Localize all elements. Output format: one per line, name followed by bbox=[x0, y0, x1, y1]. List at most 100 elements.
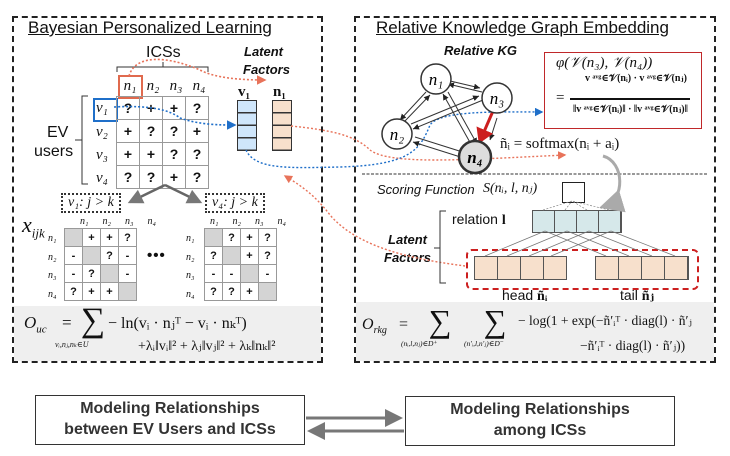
cell: + bbox=[100, 282, 119, 301]
xijk-sub: ijk bbox=[31, 225, 45, 241]
bpl-title: Bayesian Personalized Learning bbox=[28, 18, 272, 37]
ouc-sub: uc bbox=[36, 323, 47, 336]
ouc-line2: +λᵢ‖vᵢ‖² + λⱼ‖vⱼ‖² + λₖ‖nₖ‖² bbox=[138, 339, 276, 354]
vec-n1-label: n₁ bbox=[273, 84, 286, 100]
pm2-row-n1: n₁ bbox=[186, 233, 195, 244]
scoring-fn: S(nᵢ, l, nⱼ) bbox=[483, 181, 538, 196]
cell: ? bbox=[139, 119, 163, 143]
xijk-label: xijk bbox=[22, 212, 45, 241]
ev-users-label-2: users bbox=[34, 143, 74, 160]
user-latent-vector bbox=[237, 100, 257, 151]
head-text: head bbox=[502, 287, 534, 303]
row-header-v2: v₂ bbox=[96, 124, 108, 140]
latent-label-left-1: Latent bbox=[244, 44, 283, 59]
cell: ? bbox=[118, 228, 137, 247]
ouc-sum-symbol: ∑ bbox=[80, 302, 106, 339]
score-output-node bbox=[562, 182, 585, 203]
pm1-row-headers: n₁ n₂ n₃ n₄ bbox=[48, 230, 56, 304]
pm2-col-n4: n₄ bbox=[277, 216, 286, 227]
orkg-base: O bbox=[362, 316, 374, 333]
phi-eq: = bbox=[556, 90, 565, 106]
ouc-sum-sub: vᵢ,nⱼ,nₖ∈U bbox=[55, 340, 89, 349]
relation-label: relation l bbox=[452, 211, 506, 229]
tail-vector bbox=[595, 256, 689, 280]
pm-row: --- bbox=[204, 264, 277, 283]
diagonal-cell bbox=[204, 228, 223, 247]
pair-label-v1: v₁: j > k bbox=[61, 193, 121, 213]
v1-highlight-box bbox=[93, 98, 118, 122]
orkg-sum1: ∑ bbox=[428, 303, 452, 339]
cell: ? bbox=[162, 142, 186, 166]
cell: + bbox=[82, 282, 101, 301]
cell: - bbox=[204, 264, 223, 283]
diagonal-cell bbox=[222, 246, 241, 265]
orkg-line2: −ñ′ᵢᵀ · diag(l) · ñ′ⱼ)) bbox=[580, 338, 686, 353]
orkg-sum2: ∑ bbox=[483, 303, 507, 339]
cell: - bbox=[64, 246, 83, 265]
pm1-col-n1: n₁ bbox=[80, 216, 89, 227]
tail-text: tail bbox=[620, 287, 638, 303]
latent-label-right-2: Factors bbox=[384, 250, 431, 265]
box-users-icss[interactable]: Modeling Relationships between EV Users a… bbox=[35, 395, 305, 445]
diagonal-cell bbox=[258, 282, 277, 301]
cell: ? bbox=[258, 246, 277, 265]
cell: ? bbox=[100, 246, 119, 265]
cell: + bbox=[116, 142, 140, 166]
pm-row: ++? bbox=[64, 228, 137, 247]
box-left-line2: between EV Users and ICSs bbox=[64, 421, 276, 438]
rkge-title: Relative Knowledge Graph Embedding bbox=[376, 18, 669, 37]
cell: ? bbox=[116, 96, 140, 120]
cell: ? bbox=[82, 264, 101, 283]
box-right-line2: among ICSs bbox=[493, 422, 587, 439]
cell: ? bbox=[116, 165, 140, 189]
col-header-n2: n₂ bbox=[146, 78, 160, 94]
diagonal-cell bbox=[240, 264, 259, 283]
cell: + bbox=[162, 96, 186, 120]
row-header-v4: v₄ bbox=[96, 170, 108, 186]
cell: + bbox=[100, 228, 119, 247]
cell: ? bbox=[185, 165, 209, 189]
orkg-sub: rkg bbox=[373, 325, 387, 337]
tail-label: tail ñⱼ bbox=[620, 287, 654, 305]
icss-latent-vector bbox=[272, 100, 292, 151]
pair-label-v4: v₄: j > k bbox=[205, 193, 265, 213]
pm1-row-n1: n₁ bbox=[48, 233, 57, 244]
pm1-col-n4: n₄ bbox=[147, 216, 156, 227]
col-header-n3: n₃ bbox=[169, 78, 183, 94]
diagonal-cell bbox=[100, 264, 119, 283]
phi-numerator: v ᵃᵛᵍ∈𝒱(nᵢ) · v ᵃᵛᵍ∈𝒱(nⱼ) bbox=[585, 73, 687, 84]
cell: - bbox=[118, 264, 137, 283]
cell: - bbox=[118, 246, 137, 265]
cell: - bbox=[64, 264, 83, 283]
pm2-row-n2: n₂ bbox=[186, 251, 195, 263]
orkg-sum1-sub: (nᵢ,l,nⱼ)∈D⁺ bbox=[401, 339, 438, 348]
latent-label-left-2: Factors bbox=[243, 62, 290, 77]
cell: ? bbox=[185, 96, 209, 120]
cell: ? bbox=[185, 142, 209, 166]
col-header-n1: n₁ bbox=[123, 78, 137, 94]
cell: ? bbox=[258, 228, 277, 247]
orkg-lhs: Orkg bbox=[362, 316, 387, 336]
tail-symbol: ñⱼ bbox=[641, 289, 654, 304]
ouc-eq: = bbox=[62, 313, 72, 332]
pm2-row-n3: n₃ bbox=[186, 270, 195, 281]
kg-title: Relative KG bbox=[444, 43, 517, 58]
box-left-line1: Modeling Relationships bbox=[80, 400, 260, 418]
scoring-label: Scoring Function bbox=[377, 182, 475, 197]
cell: + bbox=[185, 119, 209, 143]
cell: ? bbox=[64, 282, 83, 301]
ouc-base: O bbox=[24, 313, 37, 332]
cell: ? bbox=[222, 228, 241, 247]
ellipsis: ••• bbox=[147, 247, 166, 264]
pair-matrix-v4: ?+??+?---??+ bbox=[204, 228, 277, 301]
pm-row: ?++ bbox=[64, 282, 137, 301]
cell: ? bbox=[139, 165, 163, 189]
pm-row: -?- bbox=[64, 264, 137, 283]
cell: + bbox=[139, 142, 163, 166]
cell: ? bbox=[204, 282, 223, 301]
relation-text: relation bbox=[452, 211, 498, 227]
orkg-eq: = bbox=[399, 316, 409, 333]
vec-v1-label: v₁ bbox=[238, 84, 250, 100]
pm1-col-n3: n₃ bbox=[125, 216, 134, 227]
